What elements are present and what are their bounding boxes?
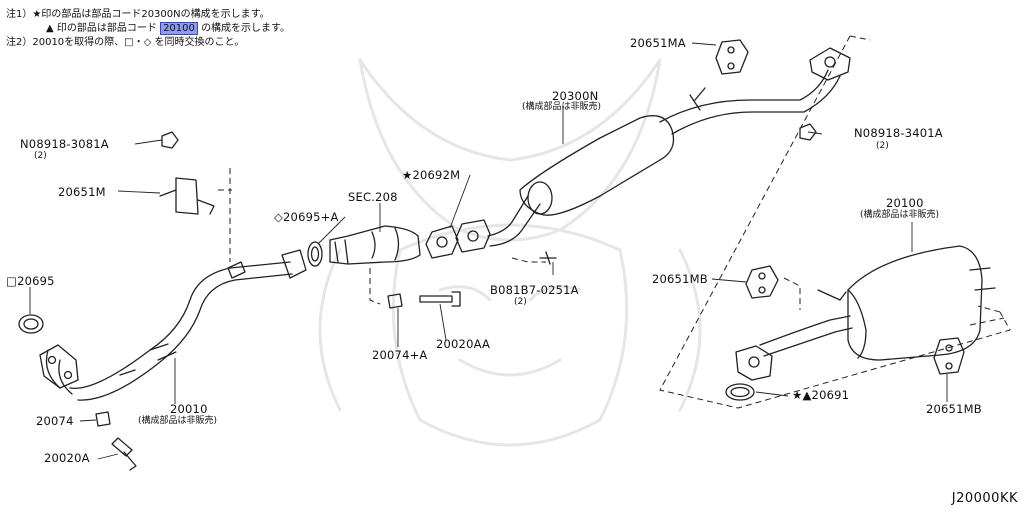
label-20020A[interactable]: 20020A xyxy=(44,451,90,465)
label-20651M[interactable]: 20651M xyxy=(58,185,106,199)
highlighted-part-20100[interactable]: 20100 xyxy=(160,22,198,35)
note-3: 注2）20010を取得の際、□・◇ を同時交換のこと。 xyxy=(6,37,245,48)
label-20691[interactable]: ★▲20691 xyxy=(792,388,850,402)
note-2-suffix: の構成を示します。 xyxy=(201,23,291,34)
sub-20100: (構成部品は非販売) xyxy=(860,210,940,220)
note-2: ▲ 印の部品は部品コード 20100 の構成を示します。 xyxy=(6,22,290,36)
notes-block: 注1）★印の部品は部品コード20300Nの構成を示します。 ▲ 印の部品は部品コ… xyxy=(6,8,290,50)
label-20074[interactable]: 20074 xyxy=(36,414,74,428)
label-20695[interactable]: □20695 xyxy=(6,274,55,288)
label-08918-3081A[interactable]: N08918-3081A xyxy=(20,137,109,151)
label-20020AA[interactable]: 20020AA xyxy=(436,337,491,351)
label-20651MB-left[interactable]: 20651MB xyxy=(652,272,708,286)
label-SEC208[interactable]: SEC.208 xyxy=(348,190,398,204)
label-08918-3401A[interactable]: N08918-3401A xyxy=(854,126,943,140)
label-20074A[interactable]: 20074+A xyxy=(372,348,428,362)
sub-20010: (構成部品は非販売) xyxy=(138,416,218,426)
qty-08918-3081A: (2) xyxy=(34,151,47,161)
label-081B7-0251A[interactable]: B081B7-0251A xyxy=(490,283,579,297)
label-20695A[interactable]: ◇20695+A xyxy=(274,210,339,224)
label-20692M[interactable]: ★20692M xyxy=(402,168,461,182)
label-20010[interactable]: 20010 xyxy=(170,402,208,416)
label-20651MB-right[interactable]: 20651MB xyxy=(926,402,982,416)
label-20651MA[interactable]: 20651MA xyxy=(630,36,686,50)
qty-08918-3401A: (2) xyxy=(876,141,889,151)
label-20300N[interactable]: 20300N xyxy=(552,89,599,103)
watermark-emblem xyxy=(318,58,702,447)
label-20100[interactable]: 20100 xyxy=(886,196,924,210)
sub-20300N: (構成部品は非販売) xyxy=(522,102,602,112)
hanger-rubbers xyxy=(159,39,965,375)
note-1: 注1）★印の部品は部品コード20300Nの構成を示します。 xyxy=(6,9,270,20)
note-2-prefix: ▲ 印の部品は部品コード xyxy=(46,23,157,34)
qty-081B7-0251A: (2) xyxy=(514,297,527,307)
diagram-code: J20000KK xyxy=(951,491,1018,506)
